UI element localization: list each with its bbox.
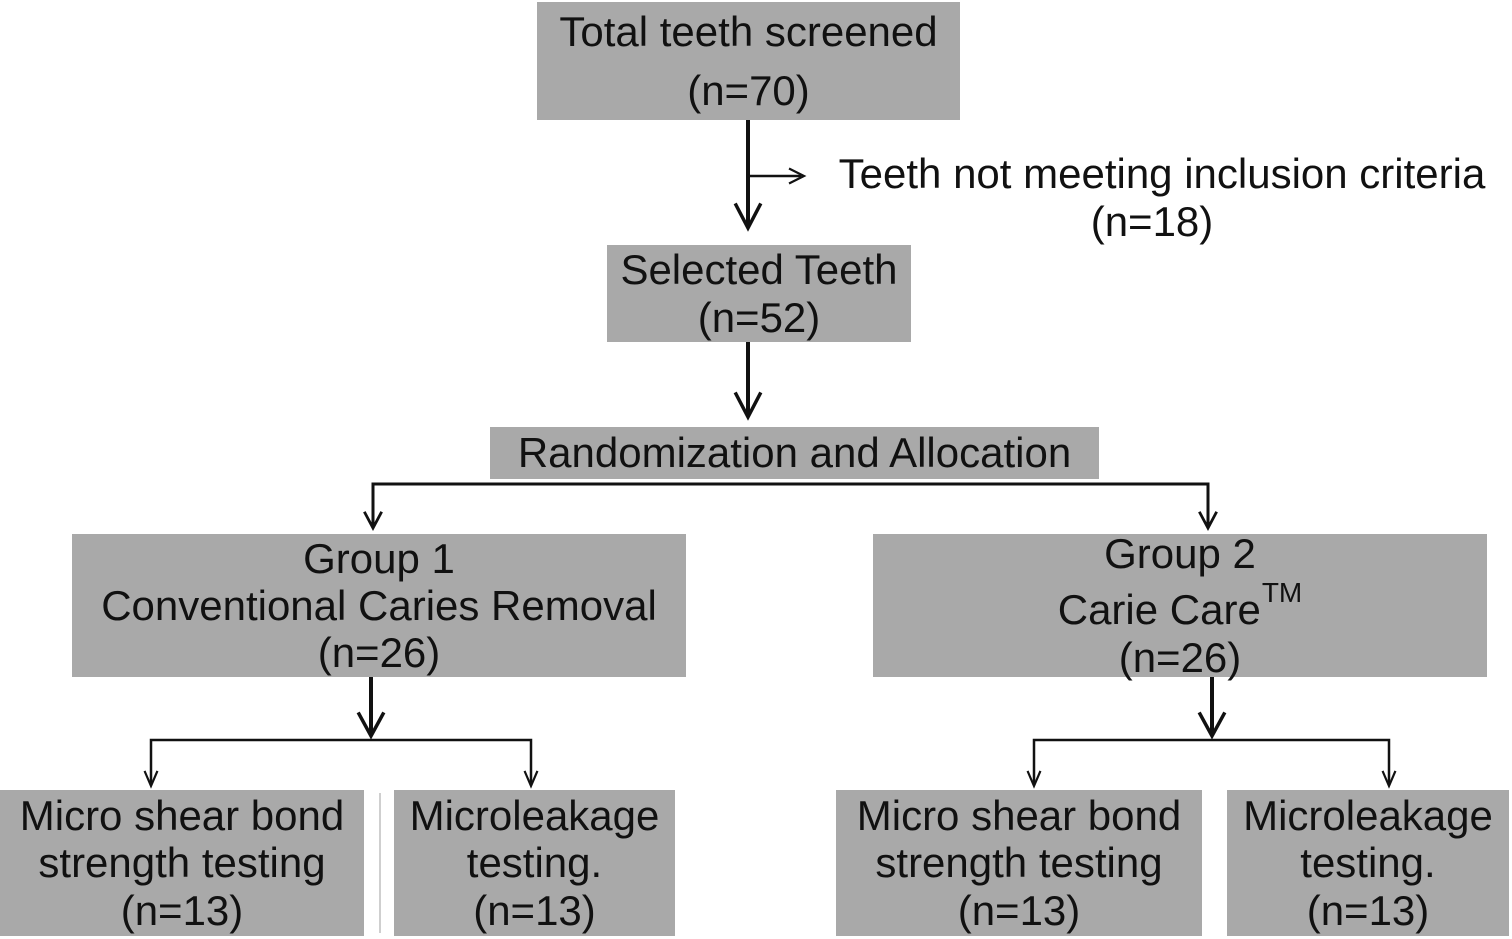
group1-count: (n=26)	[317, 629, 441, 677]
test-count: (n=13)	[473, 886, 596, 934]
group2-method: Carie Care	[1057, 586, 1261, 634]
group2-method-line: Carie CareTM	[1058, 577, 1303, 633]
group2-test-shear-box: Micro shear bond strength testing (n=13)	[836, 790, 1202, 936]
excluded-label: Teeth not meeting inclusion criteria (n=…	[812, 150, 1512, 247]
group2-test-leakage-box: Microleakage testing. (n=13)	[1227, 790, 1509, 936]
test-count: (n=13)	[957, 886, 1081, 934]
test-line2: strength testing	[38, 839, 326, 887]
group2-count: (n=26)	[1118, 633, 1242, 681]
selected-title: Selected Teeth	[620, 246, 898, 294]
test-count: (n=13)	[120, 886, 244, 934]
test-line2: testing.	[1300, 839, 1436, 887]
group1-test-leakage-box: Microleakage testing. (n=13)	[394, 790, 675, 936]
group1-name: Group 1	[303, 534, 455, 582]
test-line1: Microleakage	[409, 792, 660, 840]
screened-count: (n=70)	[687, 66, 810, 114]
excluded-title: Teeth not meeting inclusion criteria	[838, 150, 1486, 197]
group2-box: Group 2 Carie CareTM (n=26)	[873, 530, 1487, 681]
test-line2: testing.	[466, 839, 603, 887]
randomization-split-line	[371, 482, 1210, 526]
group2-name: Group 2	[1104, 530, 1256, 578]
group2-split-line	[1032, 738, 1391, 784]
test-count: (n=13)	[1306, 886, 1430, 934]
group1-split-line	[149, 738, 533, 784]
trademark-symbol: TM	[1261, 577, 1303, 609]
divider	[379, 793, 381, 933]
selected-box: Selected Teeth (n=52)	[607, 245, 911, 342]
screened-title: Total teeth screened	[559, 8, 938, 55]
randomization-box: Randomization and Allocation	[490, 427, 1099, 479]
group1-box: Group 1 Conventional Caries Removal (n=2…	[72, 534, 686, 677]
test-line2: strength testing	[875, 839, 1163, 887]
excluded-count: (n=18)	[1090, 198, 1214, 246]
test-line1: Micro shear bond	[19, 792, 345, 840]
randomization-title: Randomization and Allocation	[517, 429, 1072, 477]
test-line1: Microleakage	[1243, 792, 1493, 840]
test-line1: Micro shear bond	[856, 792, 1182, 840]
selected-count: (n=52)	[697, 293, 821, 341]
group1-method: Conventional Caries Removal	[101, 581, 657, 629]
screened-box: Total teeth screened (n=70)	[537, 2, 960, 120]
group1-test-shear-box: Micro shear bond strength testing (n=13)	[0, 790, 364, 936]
